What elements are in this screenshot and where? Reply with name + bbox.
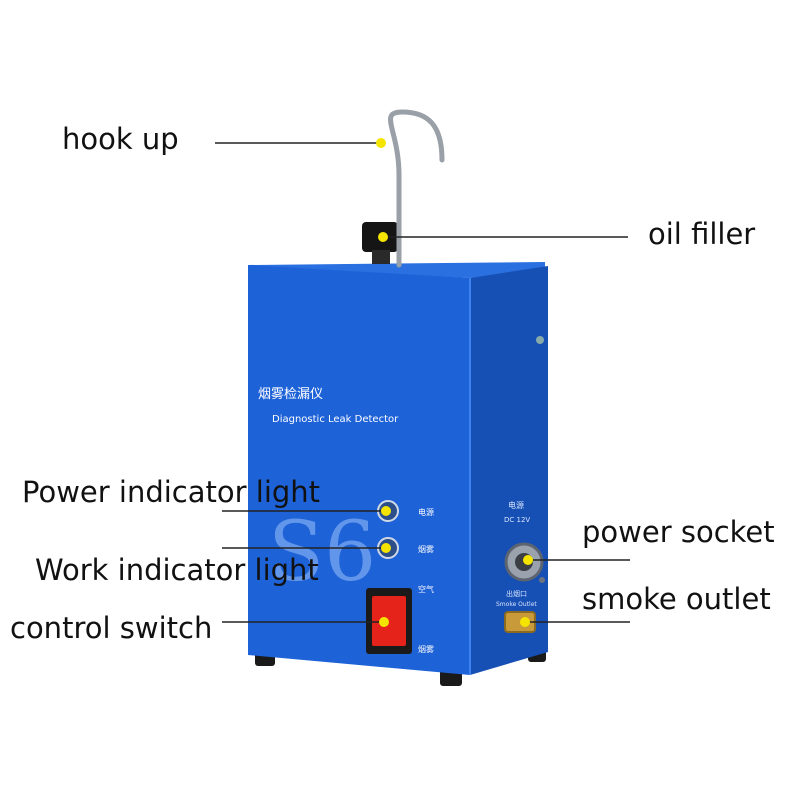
leader-lines (215, 142, 630, 623)
power-light-label: 电源 (418, 507, 434, 517)
socket-label-cn: 电源 (508, 500, 524, 510)
markers (376, 138, 533, 627)
marker-oil-filler (378, 232, 388, 242)
marker-power-light (381, 506, 391, 516)
device-title-en: Diagnostic Leak Detector (272, 414, 399, 425)
label-power-socket: power socket (582, 515, 775, 549)
label-oil-filler: oil filler (648, 217, 756, 251)
device-front-face (248, 265, 470, 675)
label-power-indicator-light: Power indicator light (22, 475, 321, 509)
socket-label-en: DC 12V (504, 516, 530, 524)
marker-control-switch (379, 617, 389, 627)
smoke2-label: 烟雾 (418, 645, 434, 654)
air-label: 空气 (418, 584, 434, 594)
marker-hook-up (376, 138, 386, 148)
marker-smoke-outlet (520, 617, 530, 627)
device-top-face (248, 262, 545, 278)
smoke-light-label: 烟雾 (418, 545, 434, 554)
control-switch-rocker[interactable] (372, 596, 406, 646)
socket-screw (539, 577, 545, 583)
model-text: S6 (268, 505, 376, 600)
outlet-label-cn: 出烟口 (506, 589, 527, 598)
label-hook-up: hook up (62, 122, 179, 156)
device-title-cn: 烟雾检漏仪 (258, 386, 323, 402)
oil-filler-neck (372, 250, 390, 264)
outlet-label-en: Smoke Outlet (496, 601, 537, 608)
hook (388, 109, 445, 268)
marker-power-socket (523, 555, 533, 565)
marker-work-light (381, 543, 391, 553)
label-work-indicator-light: Work indicator light (35, 553, 319, 587)
label-smoke-outlet: smoke outlet (582, 582, 771, 616)
side-screw (536, 336, 544, 344)
label-control-switch: control switch (10, 611, 213, 645)
device-body: S6 烟雾检漏仪 Diagnostic Leak Detector 电源 烟雾 … (248, 109, 548, 686)
